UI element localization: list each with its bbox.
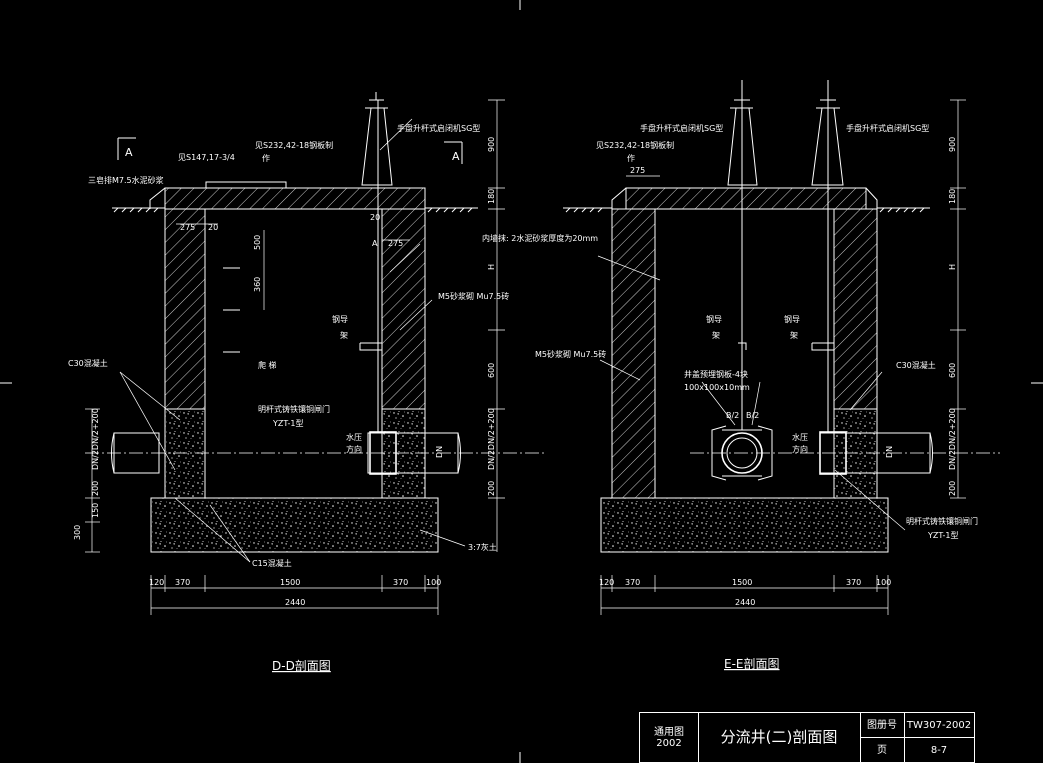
label-guide-r: 钢导 [706,314,722,324]
dim-b2440: 2440 [285,598,305,607]
label-gate-model: YZT-1型 [272,419,304,428]
dim-h: H [487,264,496,270]
dim-b1500: 1500 [280,578,300,587]
label-ref2b: 作 [262,153,270,163]
right-text: 手盘升杆式启闭机SG型 手盘升杆式启闭机SG型 见S232,42-18钢板制 作… [535,123,978,671]
dim-200l: 200 [91,481,100,496]
dim-b370b-r: 370 [846,578,861,587]
left-text: A A 三皂排M7.5水泥砂浆 见S147,17-3/4 见S232,42-18… [68,123,598,673]
tb-atlas-no: TW307-2002 [904,713,974,738]
title-block: 通用图 2002 分流井(二)剖面图 图册号 TW307-2002 页 8-7 [639,712,975,763]
left-section [85,92,545,615]
label-c15: C15混凝土 [252,558,292,568]
label-b2b: B/2 [746,411,759,420]
dim-20b: 20 [370,213,380,222]
label-soil: 3:7灰土 [468,542,497,552]
dim-200r: 200 [487,481,496,496]
dim-b370a-r: 370 [625,578,640,587]
right-section [563,80,1000,615]
tb-atlas-label: 图册号 [860,713,905,738]
label-flow2: 方向 [346,444,362,454]
dim-900-r: 900 [948,137,957,152]
label-hoist: 手盘升杆式启闭机SG型 [397,123,480,133]
label-ref2-r: 见S232,42-18钢板制 [596,140,674,150]
section-mark-a-left: A [125,146,133,159]
dim-a-mark: A [372,239,378,248]
dim-180-r: 180 [948,189,957,204]
tb-page-label: 页 [860,738,905,762]
dim-600: 600 [487,363,496,378]
label-embed-size: 100x100x10mm [684,383,750,392]
dim-180: 180 [487,189,496,204]
label-c30-r: C30混凝土 [896,360,936,370]
label-ref1: 见S147,17-3/4 [178,153,235,162]
label-gate-model-r: YZT-1型 [927,531,959,540]
tb-std: 通用图 2002 [640,713,699,762]
section-mark-a-right: A [452,150,460,163]
dim-200-rr: 200 [948,481,957,496]
label-hoist-r1: 手盘升杆式启闭机SG型 [640,123,723,133]
label-flow1: 水压 [346,432,362,442]
dim-b370b: 370 [393,578,408,587]
label-plaster: 内墙抹: 2水泥砂浆厚度为20mm [482,233,598,243]
dim-500: 500 [253,235,262,250]
label-dn: DN [435,446,444,458]
label-guide2-r2: 架 [790,331,798,340]
tb-std-year: 2002 [656,737,682,749]
dim-b100-r: 100 [876,578,891,587]
dim-275a: 275 [180,223,195,232]
dim-900: 900 [487,137,496,152]
label-c30: C30混凝土 [68,358,108,368]
section-title-left: D-D剖面图 [272,659,331,673]
label-guide-r2: 钢导 [784,314,800,324]
dim-600-r: 600 [948,363,957,378]
label-gate-r: 明杆式铸铁镶铜闸门 [906,516,978,526]
tb-page-no: 8-7 [930,744,948,756]
dim-b370a: 370 [175,578,190,587]
label-flow2-r: 方向 [792,444,808,454]
label-gate: 明杆式铸铁镶铜闸门 [258,404,330,414]
label-masonry-r: M5砂浆砌 Mu7.5砖 [535,349,606,359]
label-hoist-r2: 手盘升杆式启闭机SG型 [846,123,929,133]
label-ref2: 见S232,42-18钢板制 [255,140,333,150]
label-step: 爬 梯 [258,360,277,370]
label-guide2: 架 [340,331,348,340]
dim-dn-rr: DN/2DN/2+200 [948,408,957,470]
label-ref2b-r: 作 [627,153,635,163]
dim-b1500-r: 1500 [732,578,752,587]
label-embed: 井盖预埋钢板-4块 [684,369,748,379]
dim-360: 360 [253,277,262,292]
dim-150: 150 [91,503,100,518]
label-b2: B/2 [726,411,739,420]
tb-title: 分流井(二)剖面图 [698,713,861,762]
dim-275b: 275 [388,239,403,248]
dim-300: 300 [73,525,82,540]
dim-b120-r: 120 [599,578,614,587]
label-flow1-r: 水压 [792,432,808,442]
section-title-right: E-E剖面图 [724,657,780,671]
label-dn-r: DN [885,446,894,458]
dim-275-r: 275 [630,166,645,175]
tb-std-label: 通用图 [654,726,684,738]
label-mortar: 三皂排M7.5水泥砂浆 [88,175,164,185]
label-guide2-r: 架 [712,331,720,340]
dim-b120: 120 [149,578,164,587]
label-masonry: M5砂浆砌 Mu7.5砖 [438,291,509,301]
dim-dn-l: DN/2DN/2+200 [91,408,100,470]
label-guide: 钢导 [332,314,348,324]
dim-20a: 20 [208,223,218,232]
dim-b2440-r: 2440 [735,598,755,607]
dim-h-r: H [948,264,957,270]
dim-dn-r: DN/2DN/2+200 [487,408,496,470]
dim-b100: 100 [426,578,441,587]
